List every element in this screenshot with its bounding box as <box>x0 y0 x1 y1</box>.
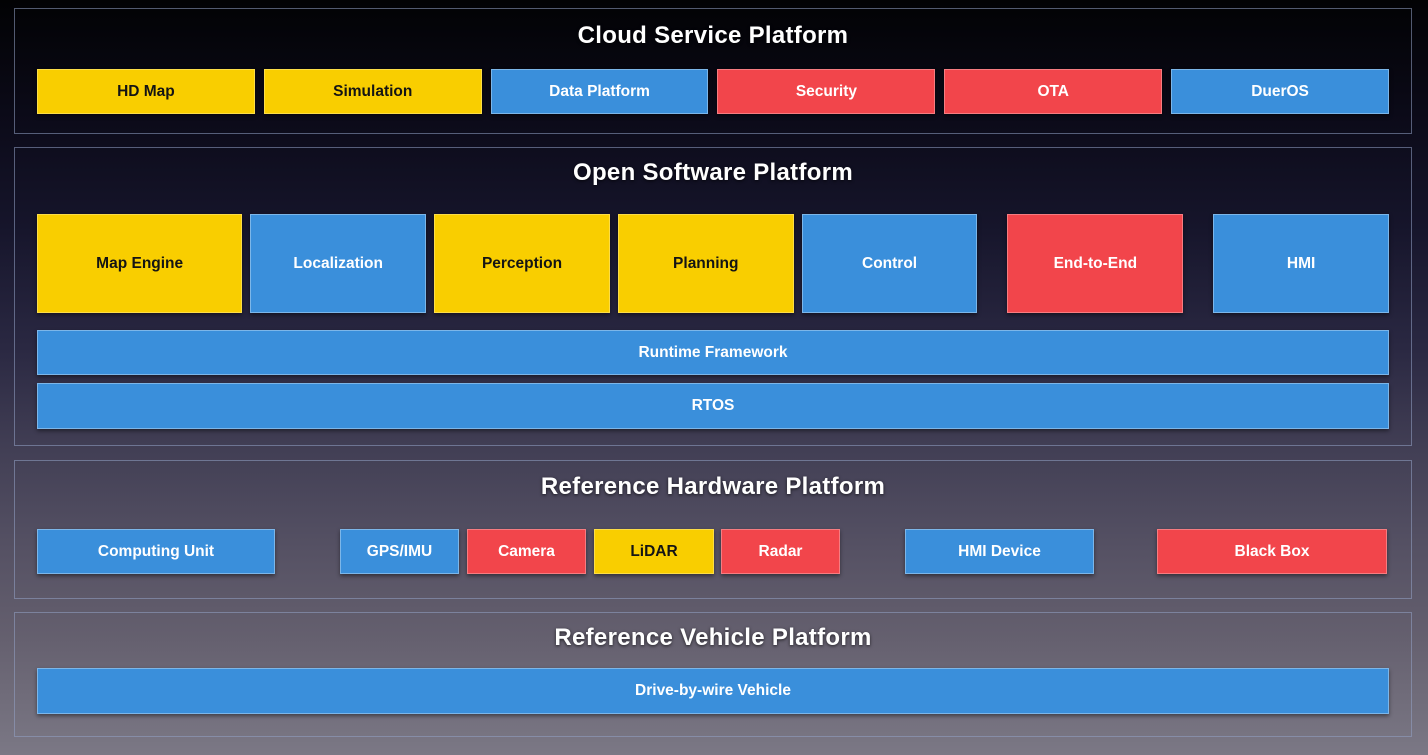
software-section-title: Open Software Platform <box>573 159 853 186</box>
box-planning: Planning <box>617 214 794 313</box>
rtos-row: RTOS <box>37 383 1389 429</box>
cloud-section-title: Cloud Service Platform <box>577 22 849 49</box>
box-dueros: DuerOS <box>1171 69 1389 114</box>
section-reference-hardware-platform: Reference Hardware Platform Computing Un… <box>14 460 1412 599</box>
runtime-framework-row: Runtime Framework <box>37 330 1389 375</box>
vehicle-bar-row: Drive-by-wire Vehicle <box>37 668 1389 714</box>
bar-runtime-framework: Runtime Framework <box>37 330 1389 375</box>
software-modules-row: Map Engine Localization Perception Plann… <box>37 214 1390 313</box>
box-hmi-device: HMI Device <box>905 529 1094 574</box>
hardware-boxes-row: Computing Unit GPS/IMU Camera LiDAR Rada… <box>37 529 1389 574</box>
box-ota: OTA <box>944 69 1163 114</box>
box-lidar: LiDAR <box>594 529 714 574</box>
box-localization: Localization <box>250 214 427 313</box>
bar-drive-by-wire-vehicle: Drive-by-wire Vehicle <box>37 668 1389 714</box>
box-gps-imu: GPS/IMU <box>340 529 459 574</box>
bar-rtos: RTOS <box>37 383 1389 429</box>
box-hd-map: HD Map <box>37 69 255 114</box>
box-security: Security <box>717 69 936 114</box>
box-black-box: Black Box <box>1157 529 1387 574</box>
box-camera: Camera <box>467 529 586 574</box>
box-hmi: HMI <box>1213 214 1390 313</box>
vehicle-section-title: Reference Vehicle Platform <box>554 624 872 651</box>
box-perception: Perception <box>434 214 610 313</box>
section-open-software-platform: Open Software Platform Map Engine Locali… <box>14 147 1412 446</box>
box-computing-unit: Computing Unit <box>37 529 275 574</box>
box-control: Control <box>801 214 978 313</box>
section-cloud-service-platform: Cloud Service Platform HD Map Simulation… <box>14 8 1412 134</box>
box-map-engine: Map Engine <box>37 214 243 313</box>
box-data-platform: Data Platform <box>490 69 709 114</box>
cloud-boxes-row: HD Map Simulation Data Platform Security… <box>37 69 1389 114</box>
hardware-section-title: Reference Hardware Platform <box>540 473 886 500</box>
box-simulation: Simulation <box>263 69 482 114</box>
box-radar: Radar <box>721 529 840 574</box>
box-end-to-end: End-to-End <box>1007 214 1184 313</box>
section-reference-vehicle-platform: Reference Vehicle Platform Drive-by-wire… <box>14 612 1412 737</box>
